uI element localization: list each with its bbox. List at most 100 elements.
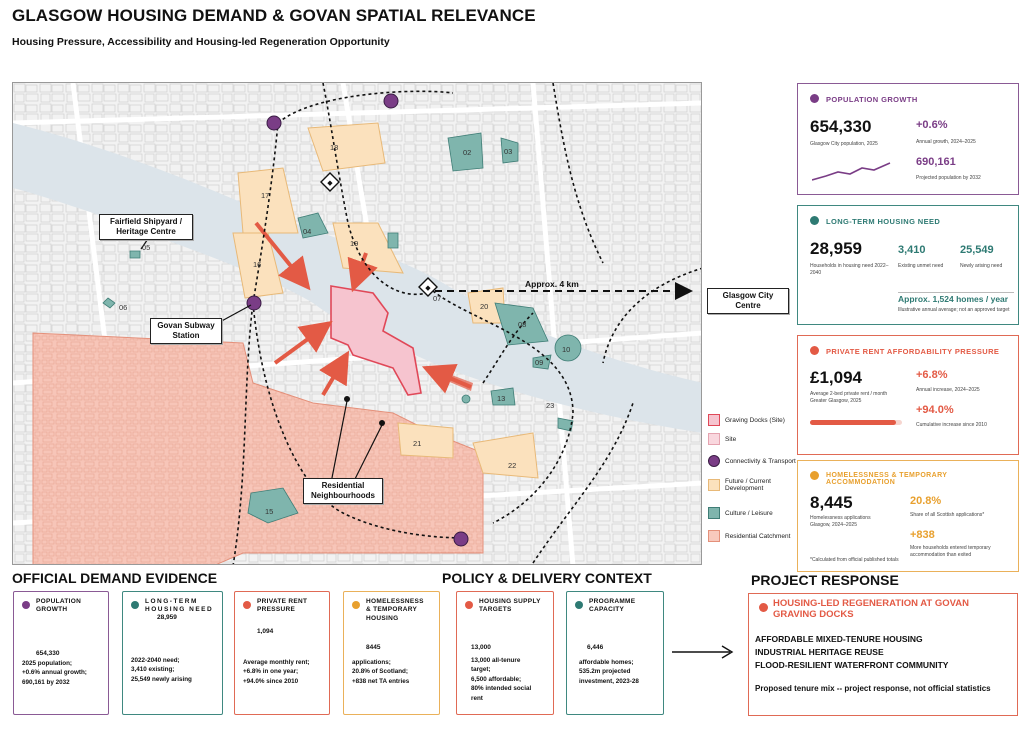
projected-value: 690,161 xyxy=(916,156,956,168)
evidence-value: 654,330 xyxy=(36,650,60,657)
evidence-value: 28,959 xyxy=(157,614,177,621)
card-dot xyxy=(810,216,819,225)
evidence-desc: applications; 20.8% of Scotland; +838 ne… xyxy=(352,659,410,685)
legend-swatch xyxy=(708,479,720,491)
growth-value: +0.6% xyxy=(916,119,948,131)
policy-value: 6,446 xyxy=(587,644,604,651)
policy-dot xyxy=(465,601,473,609)
card-dot xyxy=(810,94,819,103)
rent-annual-note: Annual increase, 2024–2025 xyxy=(916,387,980,393)
policy-title: HOUSING SUPPLY TARGETS xyxy=(479,598,541,614)
card-title: LONG-TERM HOUSING NEED xyxy=(826,217,941,226)
projected-note: Projected population by 2032 xyxy=(916,175,981,181)
growth-note: Annual growth, 2024–2025 xyxy=(916,139,976,145)
evidence-dot xyxy=(131,601,139,609)
rent-value: £1,094 xyxy=(810,368,862,387)
response-dot xyxy=(759,603,768,612)
evidence-rent: PRIVATE RENT PRESSURE 1,094 Average mont… xyxy=(234,591,330,715)
evidence-value: 8445 xyxy=(366,644,381,651)
population-sparkline xyxy=(812,162,891,181)
svg-text:08: 08 xyxy=(518,320,526,329)
homeless-value: 8,445 xyxy=(810,493,853,512)
plot-02 xyxy=(447,132,484,172)
legend-development: Future / Current Development xyxy=(708,478,788,492)
legend-swatch xyxy=(708,507,720,519)
svg-text:04: 04 xyxy=(303,227,311,236)
svg-text:05: 05 xyxy=(142,243,150,252)
site-map[interactable]: ◆◆ 02 03 04 05 06 07 08 09 10 13 15 16 1… xyxy=(12,82,702,565)
svg-text:16: 16 xyxy=(253,260,261,269)
section-evidence: OFFICIAL DEMAND EVIDENCE xyxy=(12,570,218,586)
need-value: 28,959 xyxy=(810,239,862,258)
evidence-desc: 2022-2040 need; 3,410 existing; 25,549 n… xyxy=(131,657,192,683)
section-response: PROJECT RESPONSE xyxy=(751,572,899,588)
legend-swatch xyxy=(708,433,720,445)
response-points: AFFORDABLE MIXED-TENURE HOUSING INDUSTRI… xyxy=(755,633,948,671)
plot-22 xyxy=(472,432,539,479)
evidence-population: POPULATION GROWTH 654,330 2025 populatio… xyxy=(13,591,109,715)
divider xyxy=(898,292,1014,293)
card-title: PRIVATE RENT AFFORDABILITY PRESSURE xyxy=(826,347,1000,356)
policy-desc: 13,000 all-tenure target; 6,500 affordab… xyxy=(471,657,532,702)
evidence-title: POPULATION GROWTH xyxy=(36,598,82,614)
rent-cumulative-value: +94.0% xyxy=(916,404,954,416)
rent-annual-value: +6.8% xyxy=(916,369,948,381)
evidence-housing-need: LONG-TERM HOUSING NEED 28,959 2022-2040 … xyxy=(122,591,223,715)
card-dot xyxy=(810,471,819,480)
city-centre-label: Glasgow City Centre xyxy=(707,288,789,314)
svg-text:22: 22 xyxy=(508,461,516,470)
share-value: 20.8% xyxy=(910,495,942,507)
svg-text:15: 15 xyxy=(265,507,273,516)
card-title: POPULATION GROWTH xyxy=(826,95,918,104)
evidence-dot xyxy=(352,601,360,609)
section-policy: POLICY & DELIVERY CONTEXT xyxy=(442,570,652,586)
rent-cumulative-note: Cumulative increase since 2010 xyxy=(916,422,987,428)
net-value: +838 xyxy=(910,529,935,541)
map-canvas: ◆◆ 02 03 04 05 06 07 08 09 10 13 15 16 1… xyxy=(13,83,701,564)
legend-culture: Culture / Leisure xyxy=(708,507,773,519)
rent-bar-track xyxy=(810,420,902,425)
annual-homes-note: Illustrative annual average; not an appr… xyxy=(898,307,1010,313)
policy-dot xyxy=(575,601,583,609)
govan-station-label: Govan Subway Station xyxy=(150,318,222,344)
policy-title: PROGRAMME CAPACITY xyxy=(589,598,636,614)
evidence-title: PRIVATE RENT PRESSURE xyxy=(257,598,308,614)
policy-value: 13,000 xyxy=(471,644,491,651)
svg-text:18: 18 xyxy=(330,143,338,152)
legend-graving-docks: Graving Docks (Site) xyxy=(708,414,785,426)
evidence-desc: Average monthly rent; +6.8% in one year;… xyxy=(243,659,310,685)
card-dot xyxy=(810,346,819,355)
homeless-footnote: *Calculated from official published tota… xyxy=(810,557,899,563)
need-note: Households in housing need 2022–2040 xyxy=(810,263,889,276)
response-point: INDUSTRIAL HERITAGE REUSE xyxy=(755,646,884,657)
plot-18 xyxy=(307,122,386,172)
response-box: HOUSING-LED REGENERATION AT GOVAN GRAVIN… xyxy=(748,593,1018,716)
newly-value: 25,549 xyxy=(960,244,994,256)
evidence-title: HOMELESSNESS & TEMPORARY HOUSING xyxy=(366,598,424,622)
svg-text:13: 13 xyxy=(497,394,505,403)
svg-text:07: 07 xyxy=(433,294,441,303)
policy-programme-capacity: PROGRAMME CAPACITY 6,446 affordable home… xyxy=(566,591,664,715)
residential-label: Residential Neighbourhoods xyxy=(303,478,383,504)
existing-value: 3,410 xyxy=(898,244,926,256)
response-title: HOUSING-LED REGENERATION AT GOVAN GRAVIN… xyxy=(773,598,969,621)
population-note: Glasgow City population, 2025 xyxy=(810,141,878,147)
graving-docks-site xyxy=(330,285,422,396)
distance-label: Approx. 4 km xyxy=(525,279,579,289)
card-title: HOMELESSNESS & TEMPORARY ACCOMMODATION xyxy=(826,472,948,486)
evidence-dot xyxy=(243,601,251,609)
svg-text:23: 23 xyxy=(546,401,554,410)
svg-text:20: 20 xyxy=(480,302,488,311)
rent-bar-fill xyxy=(810,420,897,425)
svg-text:03: 03 xyxy=(504,147,512,156)
fairfield-label: Fairfield Shipyard / Heritage Centre xyxy=(99,214,193,240)
legend-swatch xyxy=(708,530,720,542)
card-population: POPULATION GROWTH 654,330 Glasgow City p… xyxy=(797,83,1019,195)
response-note: Proposed tenure mix -- project response,… xyxy=(755,684,991,693)
svg-text:19: 19 xyxy=(350,239,358,248)
annual-homes: Approx. 1,524 homes / year xyxy=(898,294,1009,304)
card-homelessness: HOMELESSNESS & TEMPORARY ACCOMMODATION 8… xyxy=(797,460,1019,572)
policy-desc: affordable homes; 535.2m projected inves… xyxy=(579,659,639,685)
homeless-note: Homelessness applications Glasgow, 2024–… xyxy=(810,515,871,528)
plot-21 xyxy=(397,422,454,459)
